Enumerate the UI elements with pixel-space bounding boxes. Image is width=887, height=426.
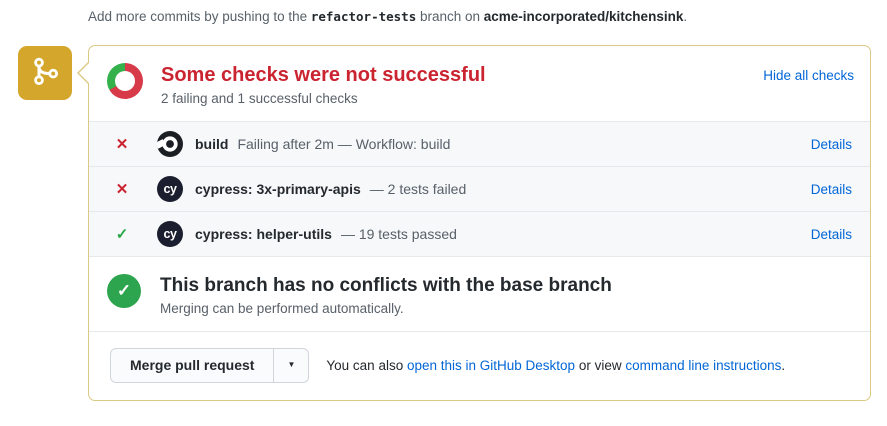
- check-name: cypress: helper-utils: [195, 226, 332, 242]
- success-check-icon: ✓: [107, 274, 141, 308]
- details-link[interactable]: Details: [810, 181, 852, 197]
- merge-actions-section: Merge pull request ▼ You can also open t…: [89, 331, 870, 400]
- git-merge-icon: [29, 55, 61, 92]
- fail-x-icon: ✕: [115, 181, 129, 198]
- merge-options-dropdown-button[interactable]: ▼: [273, 349, 308, 382]
- merge-button-group: Merge pull request ▼: [110, 348, 310, 383]
- check-row-cypress-helper: ✓ cy cypress: helper-utils — 19 tests pa…: [89, 211, 870, 256]
- details-link[interactable]: Details: [810, 226, 852, 242]
- merge-box: Some checks were not successful 2 failin…: [77, 45, 871, 401]
- details-link[interactable]: Details: [810, 136, 852, 152]
- cypress-icon: cy: [157, 221, 183, 247]
- intro-middle: branch on: [416, 9, 484, 24]
- git-merge-badge: [18, 46, 72, 100]
- intro-prefix: Add more commits by pushing to the: [88, 9, 311, 24]
- merge-pull-request-button[interactable]: Merge pull request: [111, 349, 273, 382]
- checks-summary-text: Some checks were not successful 2 failin…: [161, 63, 486, 106]
- check-description: — 19 tests passed: [340, 226, 457, 242]
- command-line-instructions-link[interactable]: command line instructions: [625, 358, 782, 373]
- branch-name: refactor-tests: [310, 9, 417, 24]
- alternative-merge-text: You can also open this in GitHub Desktop…: [326, 358, 786, 373]
- merge-status-section: ✓ This branch has no conflicts with the …: [89, 256, 870, 331]
- checks-summary-subtitle: 2 failing and 1 successful checks: [161, 91, 358, 106]
- repo-name: acme-incorporated/kitchensink: [483, 9, 684, 24]
- checks-summary-title: Some checks were not successful: [161, 64, 486, 86]
- pass-check-icon: ✓: [115, 226, 129, 243]
- check-description: Failing after 2m — Workflow: build: [237, 136, 451, 152]
- check-description: — 2 tests failed: [369, 181, 467, 197]
- check-row-cypress-primary: ✕ cy cypress: 3x-primary-apis — 2 tests …: [89, 166, 870, 211]
- fail-x-icon: ✕: [115, 136, 129, 153]
- check-row-build: ✕ build Failing after 2m — Workflow: bui…: [89, 121, 870, 166]
- merge-status-subtitle: Merging can be performed automatically.: [160, 301, 404, 316]
- chevron-down-icon: ▼: [287, 360, 296, 369]
- check-name: build: [195, 136, 229, 152]
- build-workflow-icon: [157, 131, 183, 157]
- checks-list: ✕ build Failing after 2m — Workflow: bui…: [89, 121, 870, 256]
- check-name: cypress: 3x-primary-apis: [195, 181, 361, 197]
- checks-summary-header: Some checks were not successful 2 failin…: [89, 46, 870, 121]
- github-desktop-link[interactable]: open this in GitHub Desktop: [406, 358, 576, 373]
- intro-suffix: .: [683, 9, 688, 24]
- merge-status-title: This branch has no conflicts with the ba…: [160, 275, 612, 296]
- checks-donut-icon: [107, 63, 143, 99]
- push-instructions-text: Add more commits by pushing to the refac…: [88, 9, 687, 24]
- cypress-icon: cy: [157, 176, 183, 202]
- merge-status-text: This branch has no conflicts with the ba…: [160, 274, 612, 316]
- hide-all-checks-link[interactable]: Hide all checks: [763, 68, 854, 83]
